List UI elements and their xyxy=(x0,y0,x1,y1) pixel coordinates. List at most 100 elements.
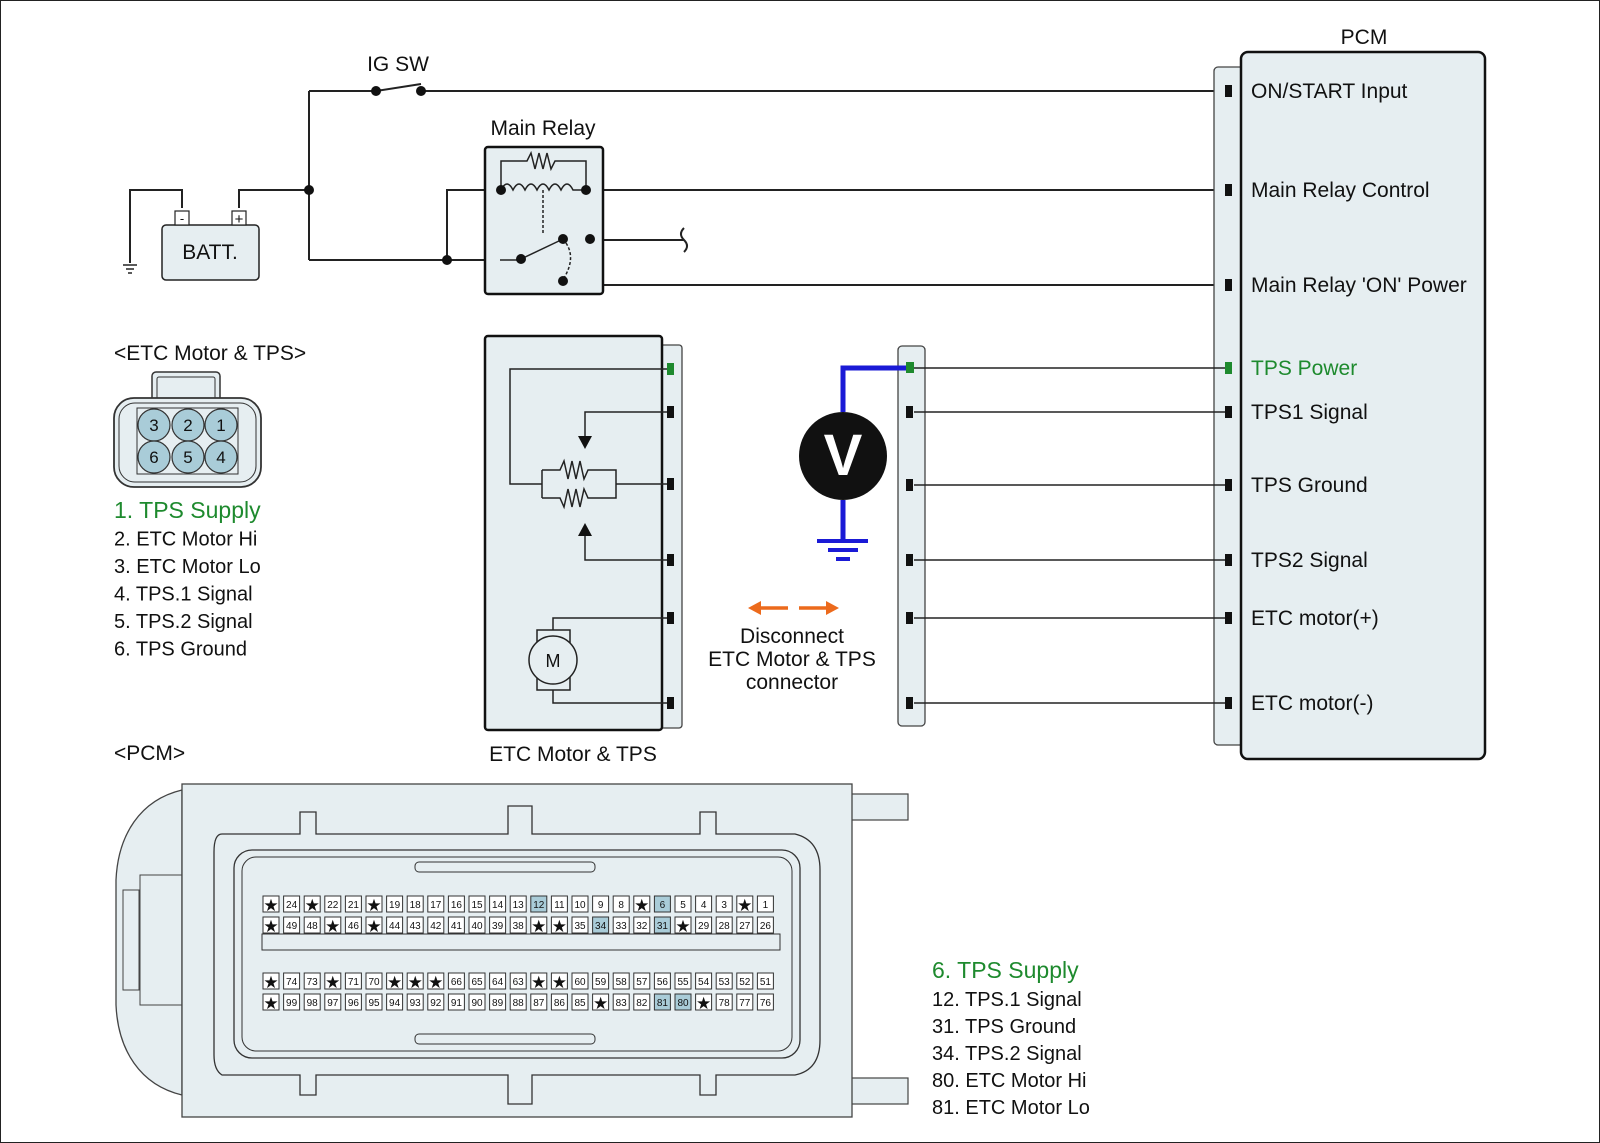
etc-component-label: ETC Motor & TPS xyxy=(489,743,657,766)
pcm-cavity xyxy=(365,895,383,913)
pcm-pin-number: 31 xyxy=(657,921,669,932)
cavity-number: 3 xyxy=(149,416,158,435)
relay-coil-feed-wire xyxy=(446,189,501,260)
pcm-pin-number: 82 xyxy=(636,998,648,1009)
unused-cavity-star-icon: ★ xyxy=(737,896,752,915)
pcm-pin-number: 41 xyxy=(451,921,463,932)
pcm-pin-number: 28 xyxy=(719,921,731,932)
harness-pin xyxy=(906,406,913,418)
pcm-cavity xyxy=(427,895,445,913)
etc-pin-legend-item: 3. ETC Motor Lo xyxy=(114,556,261,578)
connector-cavity xyxy=(204,440,238,474)
pcm-cavity xyxy=(427,972,445,990)
relay-contact-arm xyxy=(520,239,562,260)
pcm-cavity xyxy=(674,972,692,990)
harness-connector xyxy=(897,345,1225,727)
pcm-pin-number: 89 xyxy=(492,998,504,1009)
unused-cavity-star-icon: ★ xyxy=(531,973,546,992)
pcm-cavity xyxy=(653,895,671,913)
pcm-cavity xyxy=(653,972,671,990)
pcm-pin-number: 86 xyxy=(554,998,566,1009)
etc-motor-tps-component: M ETC Motor & TPS xyxy=(483,334,683,766)
pcm-cavity xyxy=(550,993,568,1011)
pcm-pin-number: 59 xyxy=(595,977,607,988)
pcm-pin-number: 77 xyxy=(739,998,751,1009)
connector-lever xyxy=(115,789,183,1096)
tps1-signal-wire xyxy=(584,411,671,437)
pcm-cavity xyxy=(612,972,630,990)
pcm-terminal-label: ON/START Input xyxy=(1251,80,1408,103)
pcm-cavity xyxy=(262,895,280,913)
connector-tab-bottom xyxy=(849,1077,909,1105)
unused-cavity-star-icon: ★ xyxy=(325,973,340,992)
ig-switch-contact-b xyxy=(416,86,426,96)
pcm-cavity xyxy=(344,993,362,1011)
pcm-cavity xyxy=(303,993,321,1011)
pcm-cavity xyxy=(695,895,713,913)
pcm-cavity xyxy=(406,993,424,1011)
pcm-cavity xyxy=(489,972,507,990)
pcm-cavity xyxy=(489,895,507,913)
motor-symbol: M xyxy=(546,651,561,671)
main-relay-label: Main Relay xyxy=(490,117,596,140)
pcm-cavity xyxy=(550,916,568,934)
pcm-terminal-label: ETC motor(-) xyxy=(1251,692,1374,715)
pcm-cavity xyxy=(633,916,651,934)
main-relay: Main Relay xyxy=(483,117,605,296)
pcm-pin-number: 73 xyxy=(307,977,319,988)
pcm-pin-number: 63 xyxy=(513,977,525,988)
pcm-terminal-label: TPS2 Signal xyxy=(1251,549,1368,572)
relay-resistor xyxy=(500,150,587,190)
unused-cavity-star-icon: ★ xyxy=(408,973,423,992)
pcm-pin-number: 91 xyxy=(451,998,463,1009)
pcm-pin-number: 80 xyxy=(677,998,689,1009)
pcm-pin-number: 19 xyxy=(389,900,401,911)
pcm-cavity xyxy=(283,895,301,913)
pcm-cavity xyxy=(365,916,383,934)
instruction-line-2: ETC Motor & TPS xyxy=(708,648,876,671)
pcm-cavity xyxy=(530,916,548,934)
pcm-pin-number: 17 xyxy=(430,900,442,911)
unused-cavity-star-icon: ★ xyxy=(675,917,690,936)
instruction-line-3: connector xyxy=(746,671,838,694)
pcm-pin-number: 4 xyxy=(701,900,707,911)
pcm-cavity xyxy=(592,916,610,934)
pcm-pin-number: 24 xyxy=(286,900,298,911)
pcm-cavity xyxy=(695,916,713,934)
harness-pin xyxy=(906,612,913,624)
harness-pin xyxy=(906,554,913,566)
pcm-cavity xyxy=(674,895,692,913)
unused-cavity-star-icon: ★ xyxy=(634,896,649,915)
etc-connector-title: <ETC Motor & TPS> xyxy=(114,342,306,365)
etc-pin-legend-item: 6. TPS Ground xyxy=(114,639,247,661)
unused-cavity-star-icon: ★ xyxy=(263,917,278,936)
pcm-pin-number: 18 xyxy=(410,900,422,911)
unused-cavity-star-icon: ★ xyxy=(305,896,320,915)
pcm-pin-number: 64 xyxy=(492,977,504,988)
pcm-cavity xyxy=(303,895,321,913)
etc-component-pin xyxy=(667,554,674,566)
pcm-pin-legend-item: 6. TPS Supply xyxy=(932,957,1079,983)
harness-pin-tps-power xyxy=(906,362,914,373)
junction-dot xyxy=(304,185,314,195)
pcm-cavity xyxy=(509,972,527,990)
pcm-cavity xyxy=(633,993,651,1011)
unused-cavity-star-icon: ★ xyxy=(366,917,381,936)
unused-cavity-star-icon: ★ xyxy=(428,973,443,992)
cavity-number: 5 xyxy=(183,448,192,467)
pcm-terminal-pin xyxy=(1225,479,1232,491)
pcm-terminal-label: TPS Ground xyxy=(1251,474,1368,497)
etc-component-pin xyxy=(667,697,674,709)
pcm-pin-number: 34 xyxy=(595,921,607,932)
pcm-cavity xyxy=(612,916,630,934)
pcm-cavity xyxy=(365,993,383,1011)
pcm-cavity xyxy=(344,895,362,913)
pcm-cavity xyxy=(509,993,527,1011)
pcm-cavity xyxy=(736,972,754,990)
harness-pin xyxy=(906,697,913,709)
pcm-pin-number: 90 xyxy=(471,998,483,1009)
pcm-pin-number: 88 xyxy=(513,998,525,1009)
